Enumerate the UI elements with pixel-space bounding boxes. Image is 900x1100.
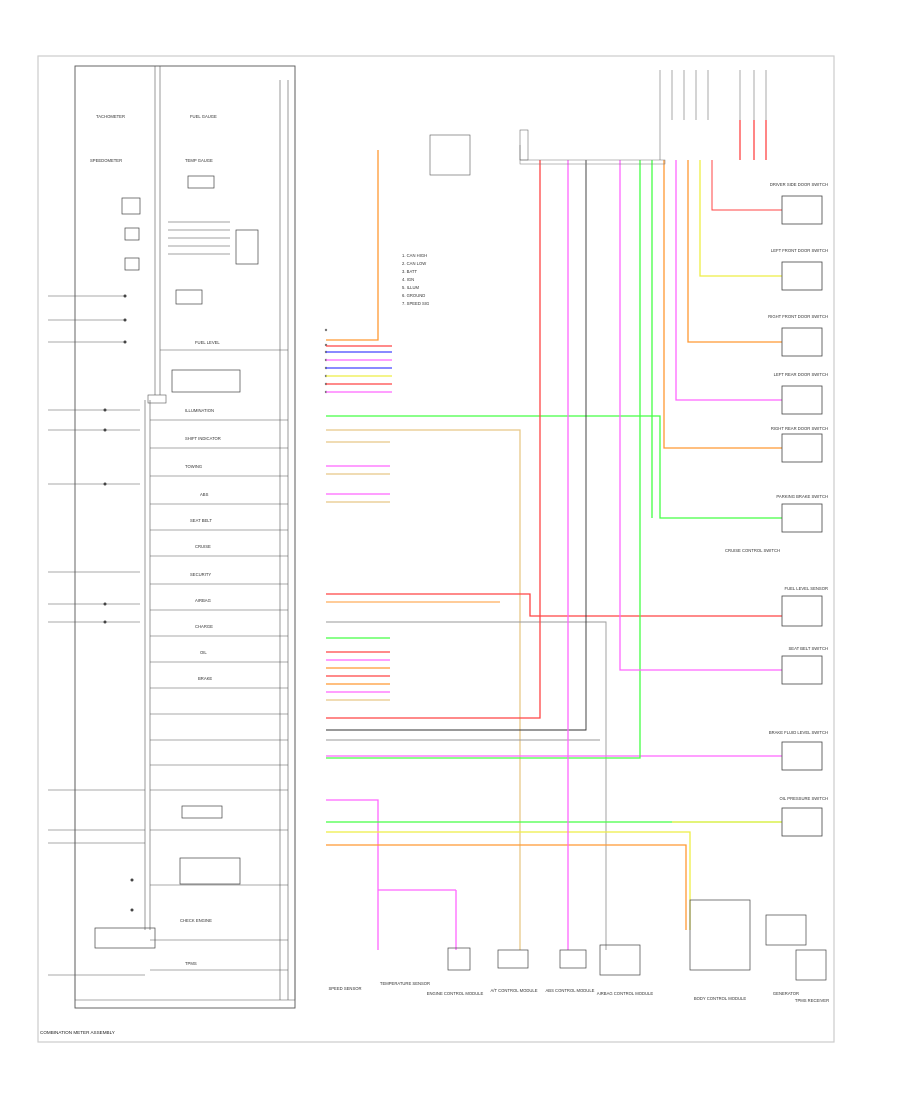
wire-harness (326, 120, 782, 950)
page-frame (37, 55, 835, 1043)
bottom-label-5: AIRBAG CONTROL MODULE (597, 991, 654, 996)
legend-item-0: 1. CAN HIGH (402, 253, 427, 258)
meter-label-6: SHIFT INDICATOR (185, 436, 221, 441)
right-label-9: BRAKE FLUID LEVEL SWITCH (769, 730, 828, 735)
legend-item-5: 6. GROUND (402, 293, 425, 298)
right-label-2: RIGHT FRONT DOOR SWITCH (768, 314, 828, 319)
right-label-8: SEAT BELT SWITCH (789, 646, 828, 651)
meter-label-7: TOWING (185, 464, 202, 469)
meter-label-2: SPEEDOMETER (90, 158, 122, 163)
right-label-0: DRIVER SIDE DOOR SWITCH (770, 182, 828, 187)
right-label-10: OIL PRESSURE SWITCH (780, 796, 828, 801)
meter-label-17: TPMS (185, 961, 197, 966)
right-label-1: LEFT FRONT DOOR SWITCH (771, 248, 828, 253)
meter-labels: TACHOMETER FUEL GAUGE SPEEDOMETER TEMP G… (90, 114, 221, 966)
indicator-rows (150, 349, 288, 971)
bottom-label-3: A/T CONTROL MODULE (491, 988, 538, 993)
meter-label-16: CHECK ENGINE (180, 918, 212, 923)
legend-item-2: 3. BATT (402, 269, 417, 274)
meter-box (74, 65, 296, 1009)
right-label-4: RIGHT REAR DOOR SWITCH (771, 426, 828, 431)
meter-label-11: SECURITY (190, 572, 211, 577)
bottom-label-7: GENERATOR (773, 991, 799, 996)
meter-label-12: AIRBAG (195, 598, 211, 603)
bottom-label-1: TEMPERATURE SENSOR (380, 981, 430, 986)
right-label-3: LEFT REAR DOOR SWITCH (774, 372, 828, 377)
meter-label-14: OIL (200, 650, 207, 655)
meter-label-10: CRUISE (195, 544, 211, 549)
meter-label-13: CHARGE (195, 624, 213, 629)
meter-label-3: TEMP GAUGE (185, 158, 213, 163)
bottom-label-0: SPEED SENSOR (328, 986, 361, 991)
combination-meter: TACHOMETER FUEL GAUGE SPEEDOMETER TEMP G… (40, 65, 296, 1035)
meter-label-8: ABS (200, 492, 209, 497)
right-label-7: FUEL LEVEL SENSOR (785, 586, 828, 591)
bottom-label-4: ABS CONTROL MODULE (546, 988, 595, 993)
meter-label-9: SEAT BELT (190, 518, 212, 523)
bottom-label-8: TPMS RECEIVER (795, 998, 829, 1003)
meter-label-1: FUEL GAUGE (190, 114, 217, 119)
right-switches: DRIVER SIDE DOOR SWITCH LEFT FRONT DOOR … (725, 182, 828, 837)
meter-label-0: TACHOMETER (96, 114, 125, 119)
meter-label-15: BRAKE (198, 676, 212, 681)
bottom-label-6: BODY CONTROL MODULE (694, 996, 747, 1001)
legend: 1. CAN HIGH 2. CAN LOW 3. BATT 4. IGN 5.… (402, 253, 429, 306)
footer-label: COMBINATION METER ASSEMBLY (40, 1030, 115, 1035)
bottom-label-2: ENGINE CONTROL MODULE (427, 991, 484, 996)
meter-label-5: ILLUMINATION (185, 408, 214, 413)
top-junction (429, 70, 767, 176)
connector-column (294, 80, 328, 1000)
meter-label-4: FUEL LEVEL (195, 340, 220, 345)
bottom-modules: SPEED SENSOR TEMPERATURE SENSOR ENGINE C… (328, 899, 829, 1003)
legend-item-6: 7. SPEED SIG (402, 301, 429, 306)
left-connections (48, 295, 296, 1001)
legend-item-1: 2. CAN LOW (402, 261, 426, 266)
right-label-6: CRUISE CONTROL SWITCH (725, 548, 780, 553)
legend-item-4: 5. ILLUM (402, 285, 420, 290)
right-label-5: PARKING BRAKE SWITCH (776, 494, 828, 499)
legend-item-3: 4. IGN (402, 277, 414, 282)
